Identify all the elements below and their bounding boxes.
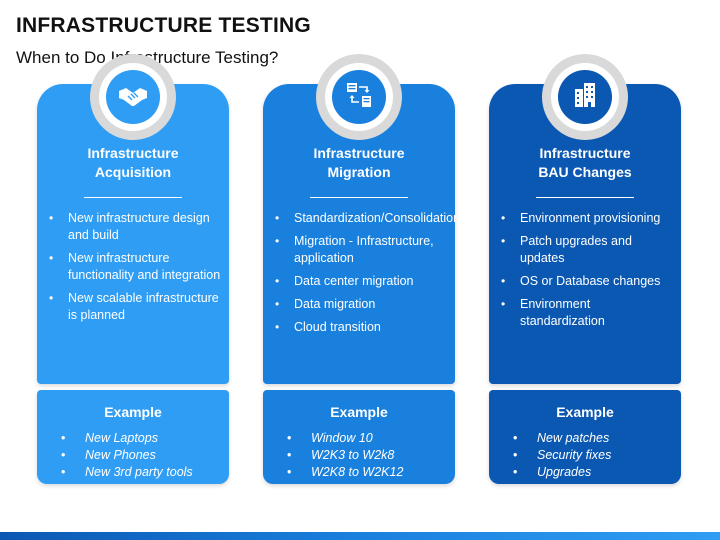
heading-line-1: Infrastructure	[87, 145, 179, 161]
example-item: Upgrades	[513, 464, 611, 481]
list-item: Migration - Infrastructure, application	[275, 233, 451, 267]
list-item: New infrastructure functionality and int…	[49, 250, 225, 284]
example-list: New patches Security fixes Upgrades	[513, 430, 611, 481]
divider	[310, 197, 408, 198]
list-item: OS or Database changes	[501, 273, 677, 290]
divider	[84, 197, 182, 198]
example-box: Example New patches Security fixes Upgra…	[489, 390, 681, 484]
list-item: Environment provisioning	[501, 210, 677, 227]
slide-title: INFRASTRUCTURE TESTING	[16, 14, 311, 37]
card-bau-changes: Infrastructure BAU Changes Environment p…	[489, 54, 681, 384]
bottom-accent-bar	[0, 532, 720, 540]
icon-badge	[90, 54, 176, 140]
example-item: Window 10	[287, 430, 403, 447]
card-migration: Infrastructure Migration Standardization…	[263, 54, 460, 384]
migration-icon	[343, 79, 375, 116]
example-title: Example	[104, 404, 162, 420]
list-item: Patch upgrades and updates	[501, 233, 677, 267]
buildings-icon	[569, 79, 601, 116]
heading-line-1: Infrastructure	[539, 145, 631, 161]
list-item: New infrastructure design and build	[49, 210, 225, 244]
example-box: Example New Laptops New Phones New 3rd p…	[37, 390, 229, 484]
list-item: Environment standardization	[501, 296, 677, 330]
example-item: W2K8 to W2K12	[287, 464, 403, 481]
heading-line-2: Acquisition	[94, 164, 172, 180]
list-item: New scalable infrastructure is planned	[49, 290, 225, 324]
example-list: Window 10 W2K3 to W2k8 W2K8 to W2K12	[287, 430, 403, 481]
icon-badge	[316, 54, 402, 140]
handshake-icon	[117, 79, 149, 116]
card-heading: Infrastructure BAU Changes	[489, 144, 681, 182]
icon-badge	[542, 54, 628, 140]
bullet-list: Environment provisioning Patch upgrades …	[501, 210, 677, 336]
example-item: Security fixes	[513, 447, 611, 464]
list-item: Standardization/Consolidation	[275, 210, 460, 227]
list-item: Data migration	[275, 296, 451, 313]
example-box: Example Window 10 W2K3 to W2k8 W2K8 to W…	[263, 390, 455, 484]
example-title: Example	[556, 404, 614, 420]
example-title: Example	[330, 404, 388, 420]
bullet-list: Standardization/Consolidation Migration …	[275, 210, 460, 342]
bullet-list: New infrastructure design and build New …	[49, 210, 225, 330]
list-item: Cloud transition	[275, 319, 451, 336]
card-acquisition: Infrastructure Acquisition New infrastru…	[37, 54, 229, 384]
example-item: New Phones	[61, 447, 193, 464]
heading-line-1: Infrastructure	[313, 145, 405, 161]
card-heading: Infrastructure Migration	[263, 144, 455, 182]
example-item: W2K3 to W2k8	[287, 447, 403, 464]
example-item: New patches	[513, 430, 611, 447]
heading-line-2: Migration	[327, 164, 391, 180]
example-item: New Laptops	[61, 430, 193, 447]
divider	[536, 197, 634, 198]
heading-line-2: BAU Changes	[538, 164, 632, 180]
column-acquisition: Infrastructure Acquisition New infrastru…	[37, 54, 229, 484]
example-list: New Laptops New Phones New 3rd party too…	[61, 430, 193, 481]
column-migration: Infrastructure Migration Standardization…	[263, 54, 460, 484]
column-bau-changes: Infrastructure BAU Changes Environment p…	[489, 54, 681, 484]
card-heading: Infrastructure Acquisition	[37, 144, 229, 182]
list-item: Data center migration	[275, 273, 451, 290]
example-item: New 3rd party tools	[61, 464, 193, 481]
